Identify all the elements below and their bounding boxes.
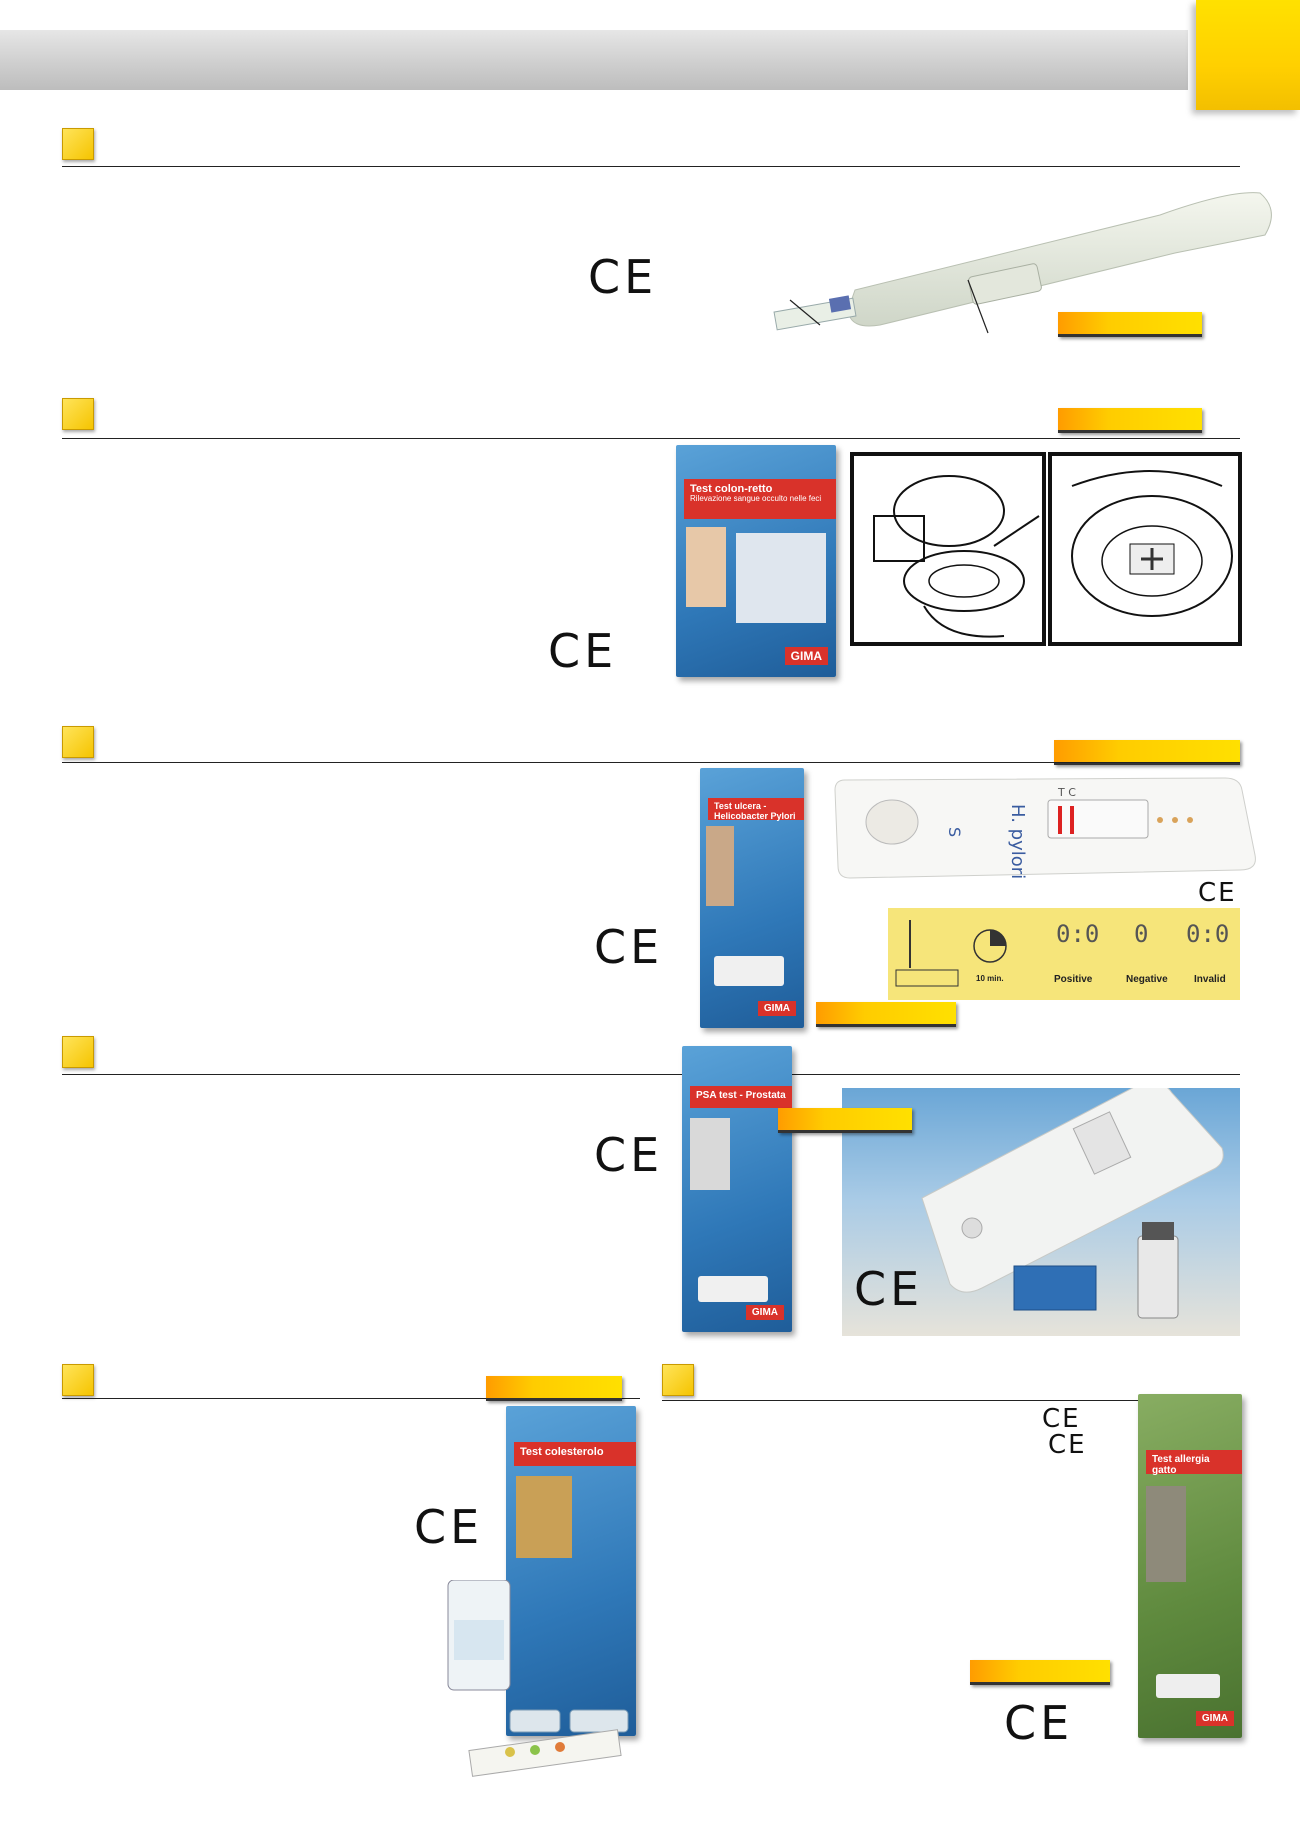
price-ribbon-3 [1054, 740, 1240, 765]
cat-box-brand: GIMA [1195, 1711, 1234, 1726]
result-negative-label: Negative [1126, 974, 1168, 985]
psa-test-box: PSA test - Prostata GIMA [682, 1046, 792, 1332]
price-ribbon-5 [486, 1376, 622, 1401]
helico-box-cassette [714, 956, 784, 986]
helico-box-title: Test ulcera - Helicobacter Pylori [708, 798, 804, 821]
cassette-marks: T C [1057, 786, 1076, 799]
result-positive-label: Positive [1054, 974, 1093, 985]
colon-box-sheets [736, 533, 826, 623]
price-ribbon-2 [1058, 408, 1202, 433]
section-rule-6 [662, 1400, 1240, 1401]
price-ribbon-4 [778, 1108, 912, 1133]
cholesterol-strips-illustration [447, 1580, 629, 1777]
section-rule-2 [62, 438, 1240, 439]
colon-box-title: Test colon-retto [690, 483, 773, 495]
psa-box-title: PSA test - Prostata [690, 1086, 792, 1108]
step-time-label: 10 min. [976, 974, 1004, 983]
ce-mark-6a: CE [1042, 1404, 1081, 1434]
colon-box-subtitle: Rilevazione sangue occulto nelle feci [690, 494, 822, 504]
helico-box-photo [706, 826, 734, 906]
psa-box-photo [690, 1118, 730, 1190]
svg-text:0:0: 0:0 [1056, 920, 1099, 948]
instruction-strip-graphics: 0:0 0 0:0 [895, 920, 1229, 987]
helico-box-brand: GIMA [757, 1001, 796, 1016]
colon-box-brand: GIMA [784, 647, 828, 665]
ce-mark-1: CE [588, 250, 658, 304]
section-marker-1 [62, 128, 94, 160]
cat-box-title: Test allergia gatto [1146, 1450, 1242, 1476]
cassette-sample-letter: S [945, 827, 964, 837]
section-rule-3 [62, 762, 1240, 763]
helico-test-box: Test ulcera - Helicobacter Pylori GIMA [700, 768, 804, 1028]
ce-mark-2: CE [548, 624, 618, 678]
chol-box-photo [516, 1476, 572, 1558]
svg-text:0:0: 0:0 [1186, 920, 1229, 948]
section-marker-5 [62, 1364, 94, 1396]
ce-mark-3b: CE [1198, 878, 1237, 908]
section-corner-tab [1196, 0, 1300, 110]
colon-box-photo [686, 527, 726, 607]
section-rule-1 [62, 166, 1240, 167]
section-marker-4 [62, 1036, 94, 1068]
cassette-brand-text: H. pylori [1007, 804, 1028, 879]
toilet-lid-illustration [873, 475, 1040, 638]
chol-box-title: Test colesterolo [514, 1442, 636, 1466]
toilet-bowl-illustration [1071, 470, 1233, 617]
psa-box-brand: GIMA [745, 1305, 784, 1320]
ce-mark-5: CE [414, 1500, 484, 1554]
cat-box-cassette [1156, 1674, 1220, 1698]
price-ribbon-1 [1058, 312, 1202, 337]
section-marker-3 [62, 726, 94, 758]
section-marker-6 [662, 1364, 694, 1396]
svg-text:0: 0 [1134, 920, 1148, 948]
price-ribbon-6 [970, 1660, 1110, 1685]
page-header-bar [0, 30, 1188, 90]
instruction-frame-toilet-2 [1048, 452, 1242, 646]
ce-mark-3: CE [594, 920, 664, 974]
ce-mark-6b: CE [1048, 1430, 1087, 1460]
cat-box-photo [1146, 1486, 1186, 1582]
ce-mark-4: CE [594, 1128, 664, 1182]
instruction-strip: 0:0 0 0:0 10 min. Positive Negative Inva… [888, 908, 1240, 1000]
colon-test-box: Test colon-retto Rilevazione sangue occu… [676, 445, 836, 677]
ce-mark-4b: CE [854, 1262, 924, 1316]
price-ribbon-3b [816, 1002, 956, 1027]
hpylori-cassette-illustration: S H. pylori T C [834, 777, 1256, 879]
psa-box-cassette [698, 1276, 768, 1302]
cat-allergy-test-box: Test allergia gatto GIMA [1138, 1394, 1242, 1738]
test-stick-illustration [773, 192, 1272, 334]
section-rule-4 [62, 1074, 1240, 1075]
ce-mark-6c: CE [1004, 1696, 1074, 1750]
cholesterol-test-box: Test colesterolo [506, 1406, 636, 1736]
instruction-frame-toilet-1 [850, 452, 1046, 646]
result-invalid-label: Invalid [1194, 974, 1226, 985]
section-marker-2 [62, 398, 94, 430]
section-rule-5 [62, 1398, 640, 1399]
